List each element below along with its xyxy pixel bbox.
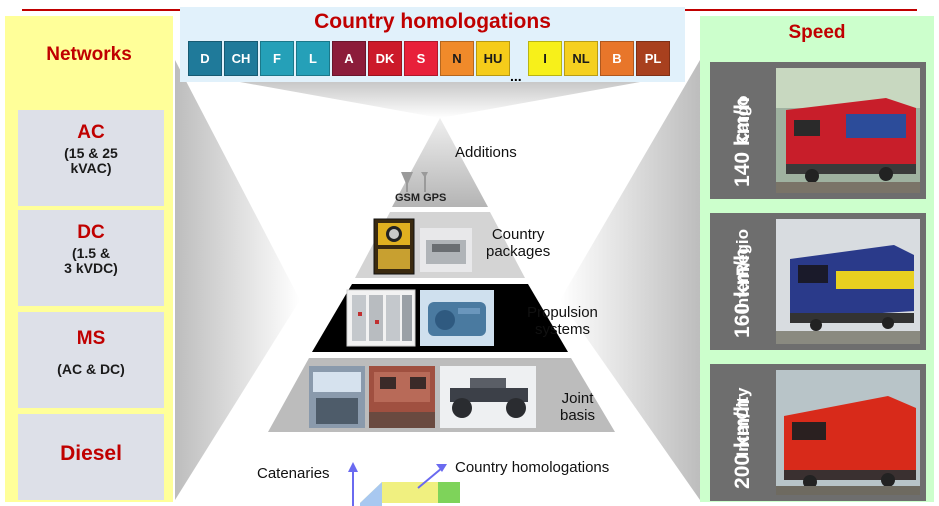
speed-title: Speed xyxy=(788,22,846,43)
homologation-cube xyxy=(360,482,460,506)
network-card-ms: MS (AC & DC) xyxy=(18,312,164,408)
propulsion-line1: Propulsion xyxy=(527,304,598,321)
right-fan-shadow xyxy=(560,60,700,500)
network-card-dc: DC (1.5 & 3 kVDC) xyxy=(18,210,164,306)
speed-label-interregio: InterRegio 160 km/h xyxy=(714,217,772,346)
speed-interregio-value: 160 km/h xyxy=(731,247,754,338)
joint-basis-line1: Joint xyxy=(561,390,594,407)
cargo-train-photo xyxy=(776,68,920,193)
country-flag-n: N xyxy=(440,41,474,76)
speed-label-cargo: Cargo 140 km/h xyxy=(714,66,772,195)
pyramid-tier-additions xyxy=(392,118,488,207)
bogie-photo xyxy=(440,366,536,428)
network-ms-line1: (AC & DC) xyxy=(57,361,125,377)
country-flag-dk: DK xyxy=(368,41,402,76)
pyramid-level-country-packages: Country packages xyxy=(486,226,550,260)
country-flag-f: F xyxy=(260,41,294,76)
country-flag-s: S xyxy=(404,41,438,76)
country-flag-hu: HU xyxy=(476,41,510,76)
country-flag-b: B xyxy=(600,41,634,76)
diesel-engine-photo xyxy=(420,290,494,346)
networks-title: Networks xyxy=(46,44,132,65)
networks-panel: Networks AC (15 & 25 kVAC) DC (1.5 & 3 k… xyxy=(5,16,173,502)
speed-panel: Speed Cargo 140 km/h InterRegio 160 km/h xyxy=(700,16,934,502)
country-packages-line1: Country xyxy=(491,226,545,243)
converter-cabinet-photo xyxy=(346,289,416,347)
interregio-train-photo xyxy=(776,219,920,344)
antenna-icon xyxy=(401,172,428,192)
speed-card-intercity: InterCity 200 km/h xyxy=(710,364,926,501)
speed-card-cargo: Cargo 140 km/h xyxy=(710,62,926,199)
network-ms-label: MS xyxy=(76,328,106,349)
network-dc-label: DC xyxy=(77,222,105,243)
speed-label-intercity: InterCity 200 km/h xyxy=(714,368,772,497)
country-flag-ch: CH xyxy=(224,41,258,76)
network-dc-line2: 3 kVDC) xyxy=(64,260,118,276)
pyramid-level-joint-basis: Joint basis xyxy=(560,390,595,424)
network-ac-label: AC xyxy=(77,122,105,143)
network-ac-line2: kVAC) xyxy=(70,160,112,176)
homologations-arrow xyxy=(417,464,447,489)
speed-intercity-value: 200 km/h xyxy=(731,398,754,489)
homologations-axis-label: Country homologations xyxy=(455,459,610,476)
country-packages-line2: packages xyxy=(486,243,551,260)
network-ac-line1: (15 & 25 xyxy=(64,145,118,161)
carbody-photo xyxy=(369,366,435,428)
intercity-train-photo xyxy=(776,370,920,495)
gsm-label: GSM xyxy=(395,192,421,204)
country-flag-d: D xyxy=(188,41,222,76)
joint-basis-line2: basis xyxy=(560,407,596,424)
network-dc-line1: (1.5 & xyxy=(71,245,111,261)
homologations-title: Country homologations xyxy=(314,10,551,33)
propulsion-line2: systems xyxy=(534,321,590,338)
more-countries-ellipsis: ... xyxy=(510,68,522,84)
country-flag-l: L xyxy=(296,41,330,76)
pyramid-level-additions: Additions xyxy=(455,144,517,161)
country-flag-a: A xyxy=(332,41,366,76)
pyramid-level-propulsion: Propulsion systems xyxy=(527,304,598,338)
device-photo xyxy=(420,228,472,272)
control-panel-photo xyxy=(373,218,415,275)
network-diesel-label: Diesel xyxy=(60,442,122,465)
country-flag-pl: PL xyxy=(636,41,670,76)
catenaries-arrow xyxy=(348,462,358,506)
speed-cargo-value: 140 km/h xyxy=(731,96,754,187)
speed-card-interregio: InterRegio 160 km/h xyxy=(710,213,926,350)
gps-label: GPS xyxy=(423,192,447,204)
network-card-ac: AC (15 & 25 kVAC) xyxy=(18,110,164,206)
left-fan-shadow xyxy=(175,60,300,500)
cab-interior-photo xyxy=(309,366,365,428)
top-fan-shadow xyxy=(240,82,640,118)
catenaries-axis-label: Catenaries xyxy=(257,465,330,482)
country-flag-nl: NL xyxy=(564,41,598,76)
additions-label: Additions xyxy=(455,144,517,161)
country-flag-i: I xyxy=(528,41,562,76)
gsm-gps-labels: GSM GPS xyxy=(395,192,446,204)
network-card-diesel: Diesel xyxy=(18,414,164,500)
